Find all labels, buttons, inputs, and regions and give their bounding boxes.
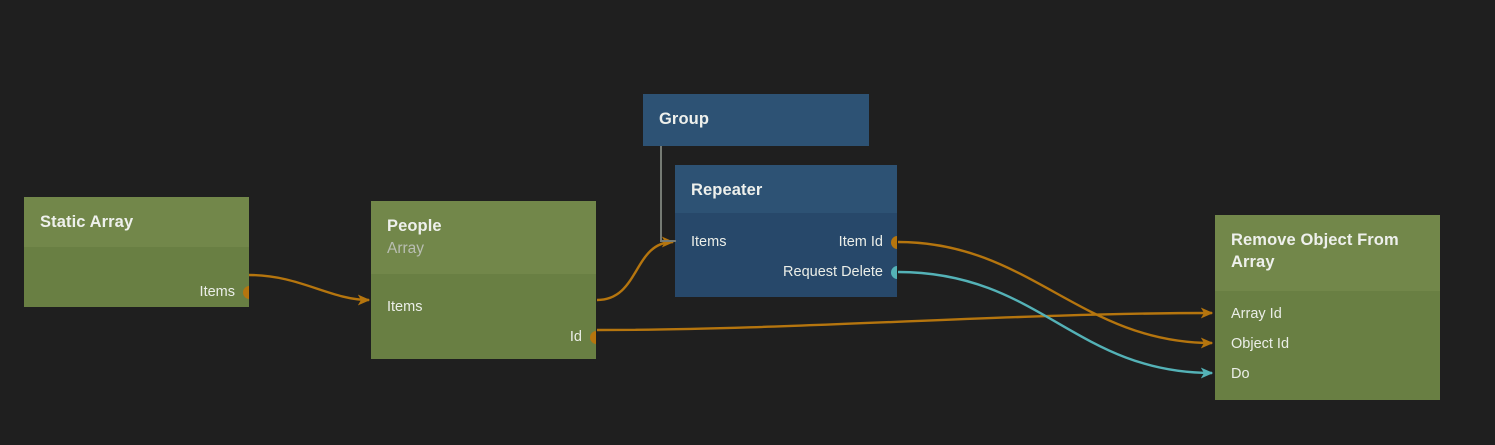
output-port-dot[interactable]	[890, 265, 897, 279]
port-label: Items	[387, 299, 423, 315]
node-subtitle: Array	[387, 240, 425, 257]
port-label: Do	[1231, 366, 1250, 382]
node-title: Remove Object From Array	[1231, 231, 1399, 271]
port-row-input[interactable]: Do	[1215, 359, 1440, 389]
port-label: Object Id	[1231, 336, 1290, 352]
node-title: Group	[659, 110, 709, 128]
node-body-repeater	[675, 213, 897, 297]
node-header-repeater[interactable]: Repeater	[675, 165, 897, 213]
port-row-output[interactable]: Id	[371, 322, 596, 352]
port-row-input[interactable]: Items	[371, 292, 596, 322]
node-header-remove-object-from-array[interactable]: Remove Object From Array	[1215, 215, 1440, 291]
node-title: Static Array	[40, 213, 134, 231]
port-label: Request Delete	[783, 264, 883, 280]
port-label: Item Id	[838, 234, 883, 250]
port-label: Items	[691, 234, 727, 250]
node-group[interactable]: Group	[643, 94, 869, 146]
node-header-group[interactable]: Group	[643, 94, 869, 146]
node-title: Repeater	[691, 181, 763, 199]
port-row-output[interactable]: Item Id	[675, 227, 897, 257]
port-label: Array Id	[1231, 306, 1282, 322]
node-body-remove-object-from-array	[1215, 291, 1440, 400]
output-port-dot[interactable]	[242, 285, 249, 299]
port-row-input[interactable]: Object Id	[1215, 329, 1440, 359]
port-row-output[interactable]: Items	[24, 277, 249, 307]
output-port-dot[interactable]	[589, 330, 596, 344]
edge-repeater-requestdelete-to-removeobject-do[interactable]	[897, 270, 1214, 379]
output-port-dot[interactable]	[890, 235, 897, 249]
edge-people-items-to-repeater-items[interactable]	[596, 236, 675, 302]
edge-people-id-to-removeobject-arrayid[interactable]	[596, 307, 1214, 332]
node-body-people	[371, 274, 596, 359]
port-row-input[interactable]: Array Id	[1215, 299, 1440, 329]
node-body-static-array	[24, 247, 249, 307]
node-title: People	[387, 217, 442, 235]
edge-staticarray-items-to-people-items[interactable]	[248, 273, 371, 306]
port-label: Items	[199, 284, 235, 300]
port-label: Id	[569, 329, 582, 345]
port-row-output[interactable]: Request Delete	[675, 257, 897, 287]
node-header-static-array[interactable]: Static Array	[24, 197, 249, 247]
group-to-repeater-bracket	[660, 146, 676, 242]
edge-repeater-itemid-to-removeobject-objectid[interactable]	[897, 240, 1214, 349]
port-row-input[interactable]: Items	[675, 227, 897, 257]
